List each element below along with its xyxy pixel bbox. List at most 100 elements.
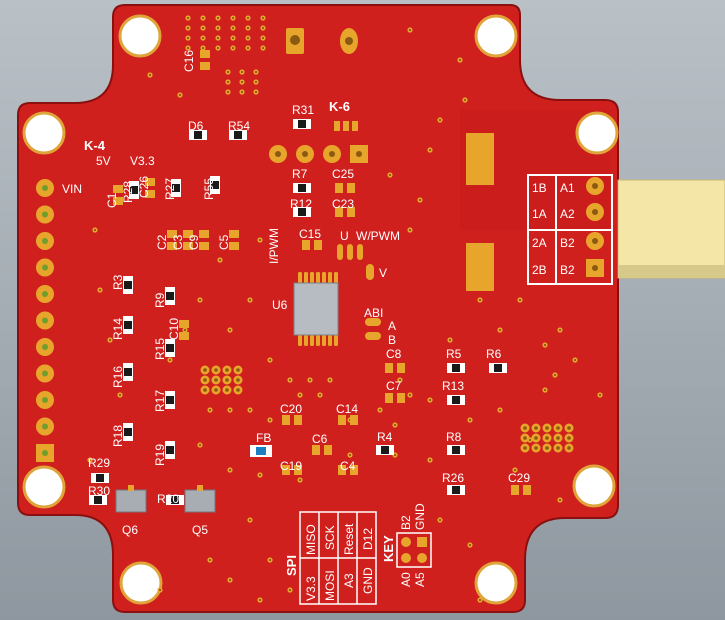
ref-c8: C8 xyxy=(386,347,402,361)
component-r17: R17 xyxy=(153,390,175,412)
component-r28: R28 xyxy=(121,181,139,203)
label-key: KEY xyxy=(381,535,396,562)
label-b: B xyxy=(388,333,396,347)
component-r5: R5 xyxy=(446,347,465,373)
label-v: V xyxy=(379,266,387,280)
component-c16: C16 xyxy=(182,50,210,72)
jumper-grid-right xyxy=(520,423,574,453)
ref-c5: C5 xyxy=(217,234,231,250)
component-c8: C8 xyxy=(385,347,405,373)
label-w-pwm: W/PWM xyxy=(356,229,400,243)
label-i-pwm: I/PWM xyxy=(267,228,281,264)
label-a0: A0 xyxy=(399,572,413,587)
via-field xyxy=(87,15,603,603)
label-u6: U6 xyxy=(272,298,288,312)
ref-r30: R30 xyxy=(88,484,110,498)
label-q6: Q6 xyxy=(122,523,138,537)
label-k6: K-6 xyxy=(329,99,350,114)
component-r27: R27 xyxy=(163,178,181,200)
component-r30: R30 xyxy=(88,484,110,505)
component-r3: R3 xyxy=(111,274,133,294)
ref-r16: R16 xyxy=(111,366,125,388)
component-c3: C3 xyxy=(171,230,193,250)
spi-cell-v33: V3.3 xyxy=(304,576,318,601)
motor-connector-housing xyxy=(617,179,725,279)
ref-r26: R26 xyxy=(442,471,464,485)
ref-r5: R5 xyxy=(446,347,462,361)
key-header xyxy=(396,532,432,568)
spi-cell-mosi: MOSI xyxy=(323,570,337,601)
ref-r15: R15 xyxy=(153,338,167,360)
u6-ic xyxy=(293,272,339,346)
silkscreen-labels: K-4 K-6 5V V3.3 VIN I/PWM U W/PWM V ABI … xyxy=(62,99,575,601)
spi-cell-reset: Reset xyxy=(342,523,356,555)
ref-r13: R13 xyxy=(442,379,464,393)
component-c6: C6 xyxy=(312,432,332,455)
component-c29: C29 xyxy=(508,471,531,495)
ref-r12: R12 xyxy=(290,197,312,211)
ref-c19: C19 xyxy=(280,459,302,473)
component-r6: R6 xyxy=(486,347,507,373)
component-r31: R31 xyxy=(292,103,314,129)
heatsink-pad-upper xyxy=(466,133,494,185)
component-c23: C23 xyxy=(332,197,355,217)
ref-c16: C16 xyxy=(182,50,196,72)
ref-c25: C25 xyxy=(332,167,354,181)
component-r55: R55 xyxy=(202,176,220,200)
label-b2-key: B2 xyxy=(399,515,413,530)
component-c14: C14 xyxy=(336,402,358,425)
ref-r7: R7 xyxy=(292,167,308,181)
label-k4: K-4 xyxy=(84,138,106,153)
ref-c1: C1 xyxy=(105,192,119,208)
label-q5: Q5 xyxy=(192,523,208,537)
ref-r55: R55 xyxy=(202,178,216,200)
component-c19: C19 xyxy=(280,459,302,475)
component-r20: R20 xyxy=(157,492,184,506)
component-r14: R14 xyxy=(111,316,133,340)
ref-c7: C7 xyxy=(386,379,402,393)
mounting-holes xyxy=(22,14,619,605)
component-c4: C4 xyxy=(338,459,358,475)
component-r7: R7 xyxy=(292,167,311,193)
component-r9: R9 xyxy=(153,287,175,308)
component-r15: R15 xyxy=(153,338,175,360)
label-gnd-key: GND xyxy=(413,503,427,530)
motor-row-4-left: 2B xyxy=(532,263,547,277)
ref-r29: R29 xyxy=(88,456,110,470)
component-c15: C15 xyxy=(299,227,322,250)
ref-c4: C4 xyxy=(340,459,356,473)
ref-r18: R18 xyxy=(111,425,125,447)
label-v33: V3.3 xyxy=(130,154,155,168)
motor-connector-silkscreen xyxy=(527,174,613,285)
ref-c14: C14 xyxy=(336,402,358,416)
ref-r20: R20 xyxy=(157,492,179,506)
component-r12: R12 xyxy=(290,197,312,217)
component-c7: C7 xyxy=(385,379,405,403)
component-c20: C20 xyxy=(280,402,302,425)
ref-c2: C2 xyxy=(155,234,169,250)
motor-row-1-right: A1 xyxy=(560,181,575,195)
spi-cell-d12: D12 xyxy=(361,528,375,550)
ref-c3: C3 xyxy=(171,234,185,250)
label-fb: FB xyxy=(256,431,271,445)
ref-r19: R19 xyxy=(153,444,167,466)
ref-r28: R28 xyxy=(121,181,135,203)
ref-r27: R27 xyxy=(163,178,177,200)
ref-r3: R3 xyxy=(111,274,125,290)
ref-r6: R6 xyxy=(486,347,502,361)
component-r13: R13 xyxy=(442,379,465,405)
component-r4: R4 xyxy=(376,430,394,455)
component-c9: C9 xyxy=(187,230,209,250)
motor-row-1-left: 1B xyxy=(532,181,547,195)
ref-r17: R17 xyxy=(153,390,167,412)
ref-r4: R4 xyxy=(377,430,393,444)
ref-r8: R8 xyxy=(446,430,462,444)
spi-table-silkscreen xyxy=(299,511,377,605)
ref-c20: C20 xyxy=(280,402,302,416)
ref-c9: C9 xyxy=(187,234,201,250)
label-a: A xyxy=(388,319,396,333)
ref-r31: R31 xyxy=(292,103,314,117)
motor-row-3-left: 2A xyxy=(532,236,547,250)
